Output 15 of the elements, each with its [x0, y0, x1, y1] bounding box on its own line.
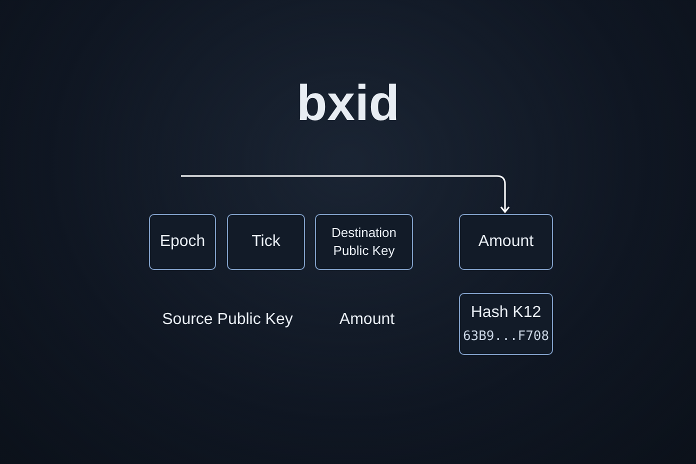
field-label: Epoch	[160, 232, 206, 252]
field-box	[149, 214, 216, 270]
field-label: Tick	[252, 232, 280, 252]
field-box	[315, 214, 413, 270]
field-label: Amount	[338, 310, 396, 330]
field-label: Amount	[478, 232, 534, 252]
title: bxid	[296, 78, 400, 128]
field-label: Destination Public Key	[330, 224, 398, 260]
field-label: Hash K12	[470, 303, 542, 324]
field-label: Source Public Key	[161, 310, 294, 330]
field-box	[459, 293, 553, 355]
hash-value: 63B9...F708	[462, 328, 550, 346]
field-box	[227, 214, 305, 270]
arrow	[181, 175, 510, 213]
field-box	[459, 214, 553, 270]
